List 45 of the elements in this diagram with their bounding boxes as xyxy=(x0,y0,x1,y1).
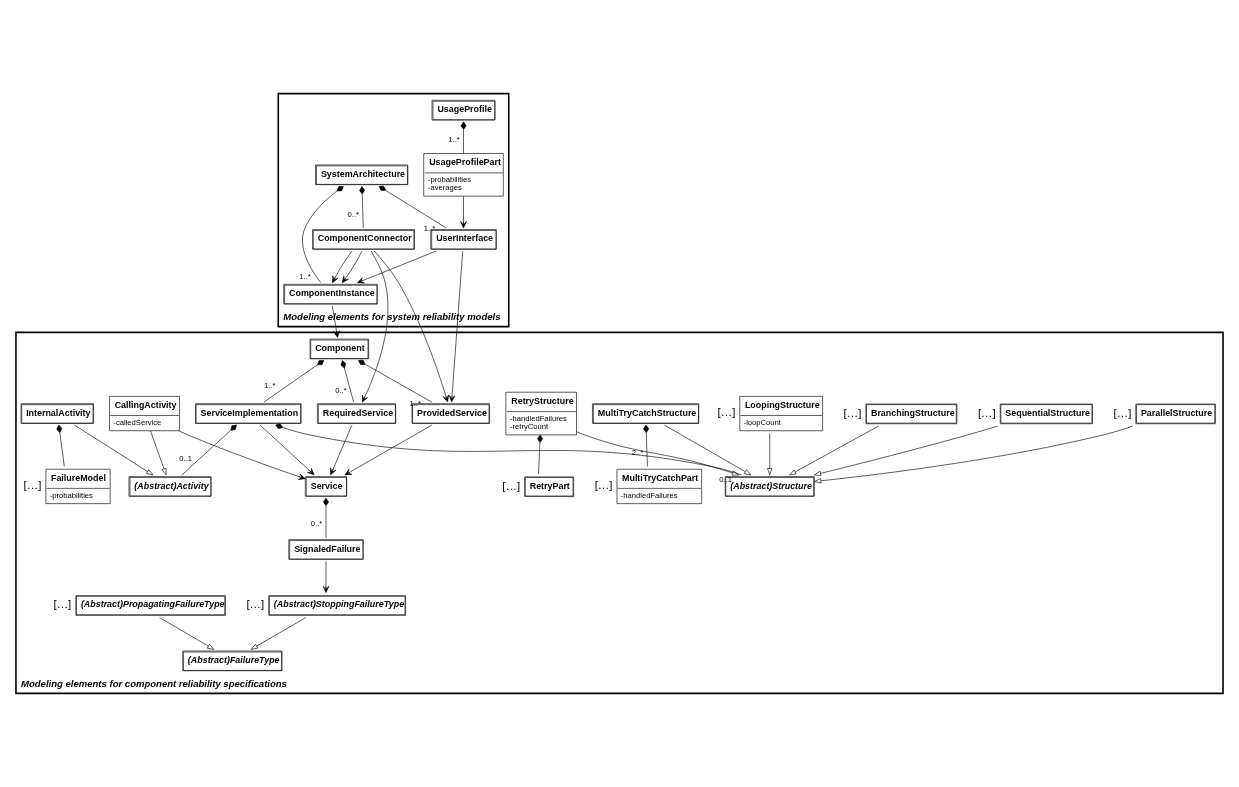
node-label: […] xyxy=(977,406,996,419)
connector xyxy=(378,185,447,229)
arrow xyxy=(460,195,467,229)
connector xyxy=(275,423,742,476)
node-label: […] xyxy=(594,479,613,492)
node-label: […] xyxy=(246,598,265,611)
node-label: […] xyxy=(717,406,736,419)
arrow xyxy=(814,425,1134,484)
arrow xyxy=(159,617,215,650)
connector xyxy=(358,359,432,403)
node-label: […] xyxy=(843,406,862,419)
connector xyxy=(323,497,329,539)
arrow xyxy=(322,560,330,593)
connector xyxy=(537,434,543,475)
arrow xyxy=(344,424,433,476)
connector xyxy=(460,121,467,154)
arrow xyxy=(448,250,464,403)
node-label: […] xyxy=(53,598,72,611)
arrow xyxy=(250,617,306,650)
arrow xyxy=(373,250,449,403)
arrow xyxy=(814,425,999,476)
connector xyxy=(181,424,237,476)
connector xyxy=(359,186,365,229)
arrow xyxy=(357,250,437,284)
node-label: […] xyxy=(502,479,521,492)
connector xyxy=(263,360,325,403)
arrow xyxy=(664,424,752,476)
arrow xyxy=(178,430,306,480)
arrow xyxy=(259,424,315,476)
arrow xyxy=(150,430,167,476)
connector xyxy=(643,424,649,467)
arrow xyxy=(330,424,353,476)
arrow xyxy=(576,431,739,476)
arrow xyxy=(74,424,154,476)
arrow xyxy=(332,250,353,283)
connector xyxy=(340,360,354,403)
arrow xyxy=(361,250,389,403)
connector xyxy=(56,424,65,467)
node-label: […] xyxy=(23,479,42,492)
node-label: […] xyxy=(1113,406,1132,419)
arrow xyxy=(332,305,340,338)
arrow xyxy=(342,250,363,283)
arrow xyxy=(767,433,773,476)
connector xyxy=(302,186,344,283)
arrow xyxy=(789,425,880,476)
